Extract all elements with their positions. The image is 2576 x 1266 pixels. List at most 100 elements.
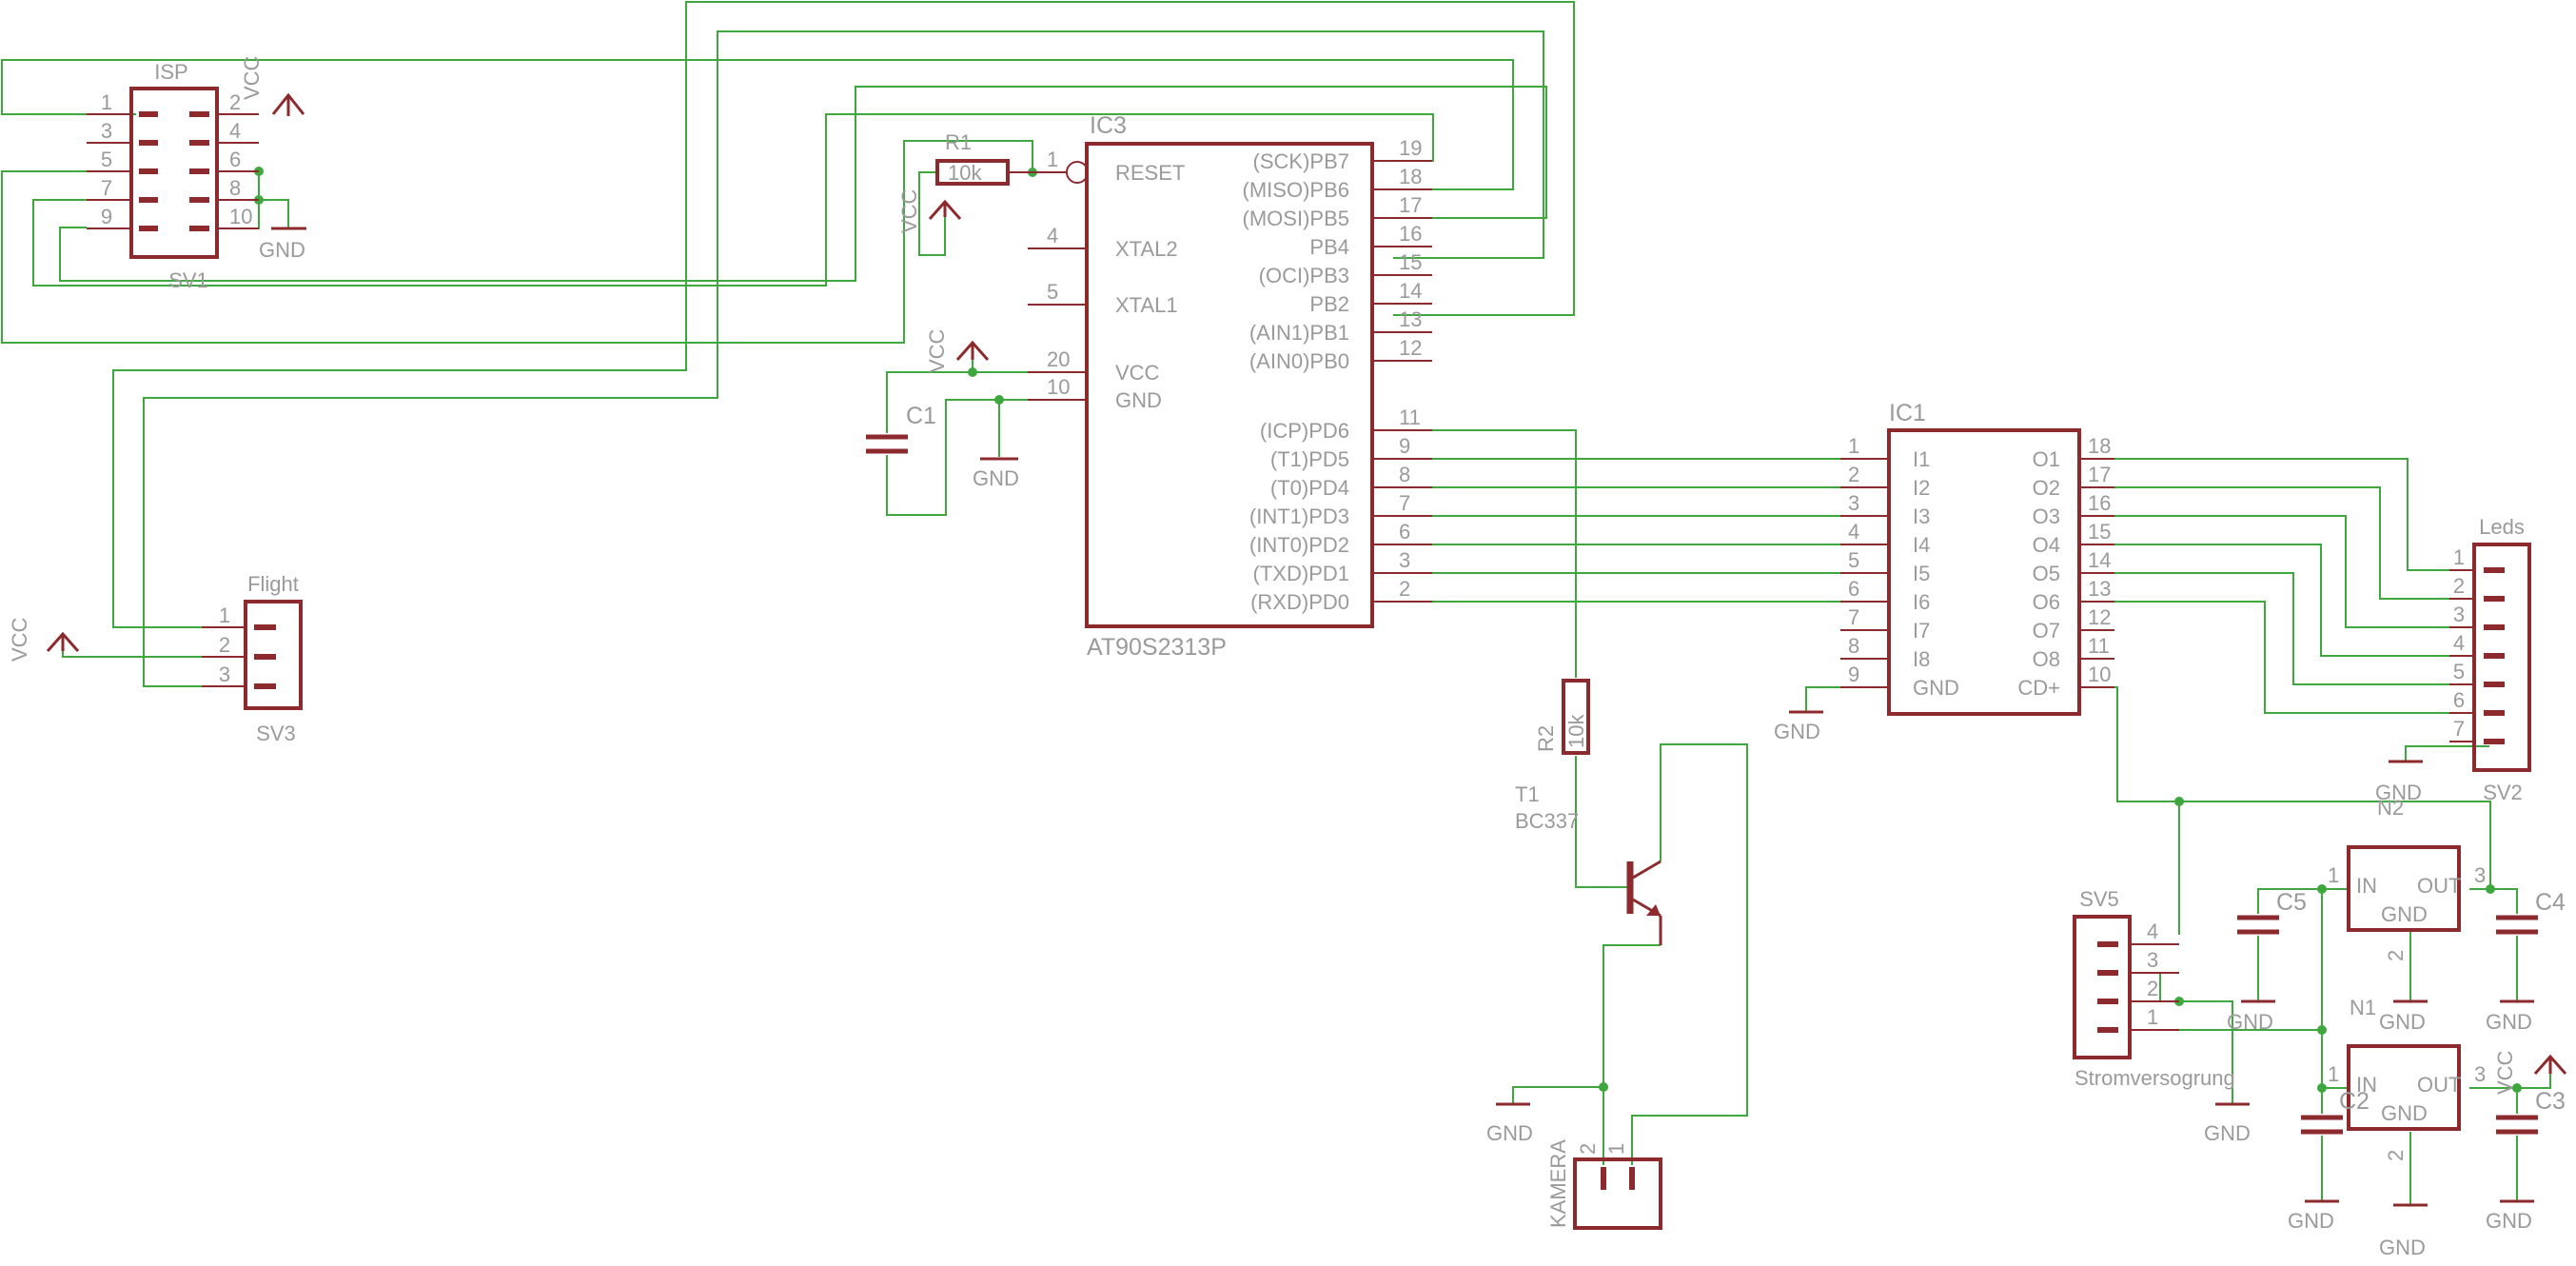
flight-connector[interactable]: Flight SV3 123 VCC	[8, 572, 303, 745]
t1-part: BC337	[1515, 809, 1579, 833]
ic3-pin-name: (INT0)PD2	[1249, 533, 1349, 557]
net-isp-gnd2	[259, 199, 289, 228]
r2-resistor[interactable]: R2 10k	[1534, 679, 1590, 755]
n2-pin-gnd: 2	[2384, 950, 2408, 961]
t1-transistor[interactable]: T1 BC337	[1515, 782, 1662, 945]
power-label: Stromversogrung	[2075, 1066, 2235, 1090]
ic1-pin-number: 4	[1848, 520, 1859, 544]
ic1-pin-name: I1	[1913, 447, 1930, 471]
kamera-connector[interactable]: 2 1 KAMERA GND	[1486, 1102, 1662, 1230]
net-t1-collector	[1631, 743, 1748, 1165]
flight-body	[244, 600, 303, 710]
ic3-pin-number: 18	[1399, 165, 1422, 188]
ic3-pin-number: 12	[1399, 336, 1422, 360]
ic3-pin-number: 5	[1047, 280, 1058, 304]
c2-name: C2	[2339, 1088, 2370, 1115]
ic3-chip[interactable]: IC3 AT90S2313P 1RESET4XTAL25XTAL120VCC10…	[1028, 112, 1432, 661]
n2-gnd-text: GND	[2381, 902, 2428, 926]
c1-capacitor[interactable]: C1 VCC GND	[866, 328, 1019, 490]
power-body	[2073, 915, 2132, 1059]
power-pin-number: 2	[2147, 977, 2158, 1000]
n2-regulator[interactable]: N2 IN OUT GND 1 3 2 GND	[2328, 796, 2486, 1034]
ic1-pin-number: 9	[1848, 663, 1859, 686]
flight-pins: 123	[202, 603, 276, 689]
ic1-pin-name: O1	[2033, 447, 2060, 471]
junction-dot	[1599, 1082, 1608, 1092]
c5-name: C5	[2276, 889, 2307, 916]
isp-pin-number: 1	[101, 90, 112, 114]
flight-pin-number: 1	[219, 603, 230, 627]
c2-gnd-label: GND	[2288, 1209, 2334, 1233]
t1-collector-leg	[1632, 860, 1662, 880]
n1-out: OUT	[2417, 1073, 2461, 1097]
net-o1	[2113, 458, 2449, 571]
ic3-pin-name: (T1)PD5	[1270, 447, 1349, 471]
ic3-pin-number: 11	[1399, 406, 1421, 429]
net-t1-emitter	[1512, 944, 1661, 1104]
ic3-pin-number: 17	[1399, 193, 1422, 217]
ic3-pin-name: XTAL1	[1115, 293, 1178, 317]
isp-pin-number: 10	[229, 205, 252, 228]
ic1-pin-number: 7	[1848, 605, 1859, 629]
ic1-pin-number: 17	[2088, 463, 2111, 486]
ic3-right-pins: 19(SCK)PB718(MISO)PB617(MOSI)PB516PB415(…	[1243, 136, 1432, 614]
net-o3	[2113, 515, 2449, 628]
n1-in: IN	[2356, 1073, 2377, 1097]
c5-gnd-label: GND	[2227, 1010, 2273, 1034]
ic1-pin-name: O3	[2033, 504, 2060, 528]
ic1-pin-name: I7	[1913, 619, 1930, 643]
flight-vcc-label: VCC	[8, 617, 31, 662]
ic1-pin-name: I5	[1913, 562, 1930, 585]
ic3-pin-name: PB2	[1309, 292, 1349, 316]
leds-pin-number: 6	[2453, 688, 2465, 712]
ic1-pin-number: 11	[2088, 634, 2110, 658]
c4-capacitor[interactable]: C4 GND	[2486, 889, 2566, 1034]
n1-regulator[interactable]: N1 IN OUT GND 1 3 2 GND VCC	[2328, 996, 2567, 1259]
junction-dot	[994, 395, 1004, 405]
r1-resistor[interactable]: R1 10k VCC	[897, 130, 1032, 233]
c3-capacitor[interactable]: C3 GND	[2486, 1088, 2566, 1233]
junctions	[254, 167, 2522, 1093]
net-r1-vcc	[918, 171, 946, 256]
ic3-pin-name: RESET	[1115, 161, 1185, 185]
ic3-pin-name: (INT1)PD3	[1249, 504, 1349, 528]
ic1-pin-name: GND	[1913, 676, 1959, 700]
ic3-pin-number: 8	[1399, 463, 1410, 486]
leds-name: SV2	[2483, 781, 2523, 804]
net-miso	[1, 59, 1514, 190]
kamera-pin1-label: 1	[1604, 1143, 1628, 1155]
power-pin-number: 3	[2147, 948, 2158, 972]
junction-dot	[2174, 797, 2184, 806]
ic1-pin-number: 2	[1848, 463, 1859, 486]
ic3-pin-number: 14	[1399, 279, 1422, 303]
leds-gnd-label: GND	[2375, 781, 2422, 804]
ic3-pin-number: 3	[1399, 548, 1410, 572]
ic3-pin-name: (AIN0)PB0	[1249, 349, 1349, 373]
net-cd	[2113, 686, 2491, 890]
leds-pin-number: 7	[2453, 717, 2465, 741]
t1-name: T1	[1515, 782, 1540, 806]
n2-body	[2347, 845, 2461, 932]
c2-capacitor[interactable]: C2 GND	[2288, 1088, 2370, 1233]
r1-value: 10k	[948, 161, 982, 185]
n1-vcc-label: VCC	[2493, 1050, 2517, 1095]
ic3-pin-name: GND	[1115, 388, 1162, 412]
ic1-pin-number: 3	[1848, 491, 1859, 515]
r2-body	[1562, 679, 1590, 755]
c5-capacitor[interactable]: C5 GND	[2227, 889, 2307, 1034]
kamera-gnd-label: GND	[1486, 1121, 1533, 1145]
ic3-pin-number: 1	[1047, 148, 1058, 171]
ic1-pin-number: 15	[2088, 520, 2111, 544]
ic1-pin-number: 10	[2088, 663, 2111, 686]
isp-gnd-label: GND	[259, 238, 305, 262]
r2-name: R2	[1534, 725, 1558, 752]
ic3-pin-name: (MOSI)PB5	[1243, 207, 1349, 230]
ic3-pin-number: 13	[1399, 307, 1422, 331]
